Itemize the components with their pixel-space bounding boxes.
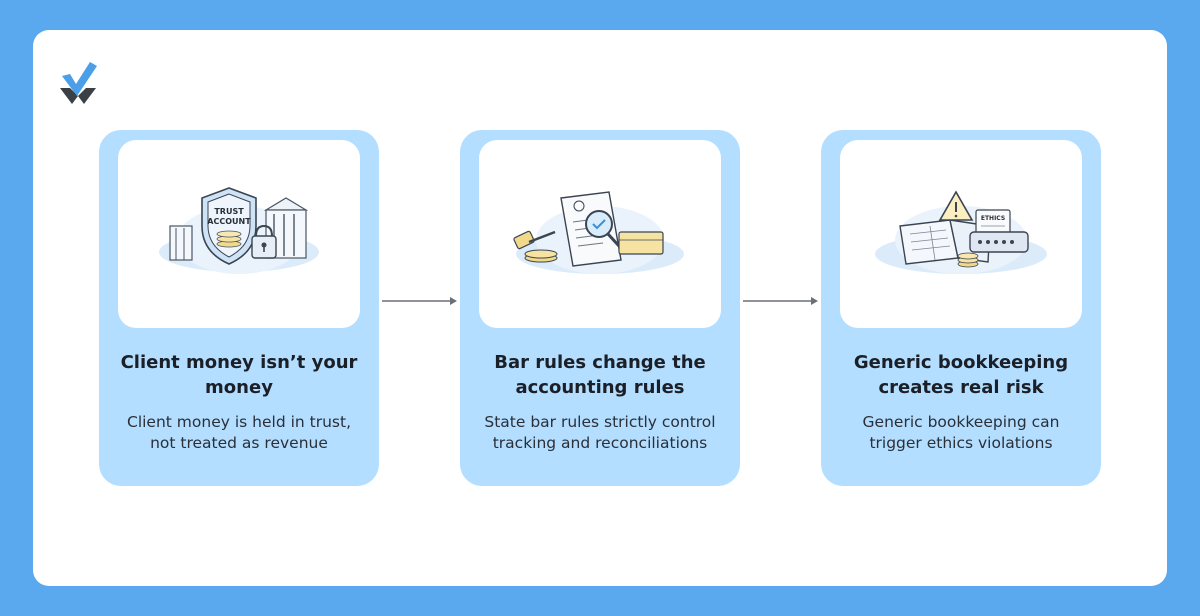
trust-account-label: TRUST — [214, 207, 244, 216]
step-description: Generic bookkeeping can trigger ethics v… — [862, 413, 1060, 452]
arrow-right-icon — [382, 297, 457, 305]
step-title: Client money isn’t your money — [120, 352, 358, 398]
step-description: Client money is held in trust, not treat… — [127, 413, 351, 452]
step-card-3: ETHICS Generic bookkeeping creates real … — [821, 130, 1101, 486]
step-card-2: Bar rules change the accounting rules St… — [460, 130, 740, 486]
illustration-frame: ETHICS — [840, 140, 1082, 328]
ethics-label: ETHICS — [981, 215, 1005, 222]
step-description: State bar rules strictly control trackin… — [484, 413, 716, 452]
illustration-frame — [479, 140, 721, 328]
trust-account-shield-icon: TRUST ACCOUNT — [159, 187, 319, 274]
ledger-warning-ethics-icon: ETHICS — [875, 190, 1047, 274]
gavel-document-magnifier-icon — [513, 191, 684, 274]
arrow-right-icon — [743, 297, 818, 305]
step-title: Bar rules change the accounting rules — [494, 352, 706, 398]
illustration-frame: TRUST ACCOUNT — [118, 140, 360, 328]
svg-text:ACCOUNT: ACCOUNT — [207, 217, 251, 226]
step-title: Generic bookkeeping creates real risk — [853, 352, 1069, 398]
step-card-1: TRUST ACCOUNT Client money isn’t your mo… — [99, 130, 379, 486]
checkmark-x-logo-icon — [60, 62, 97, 104]
